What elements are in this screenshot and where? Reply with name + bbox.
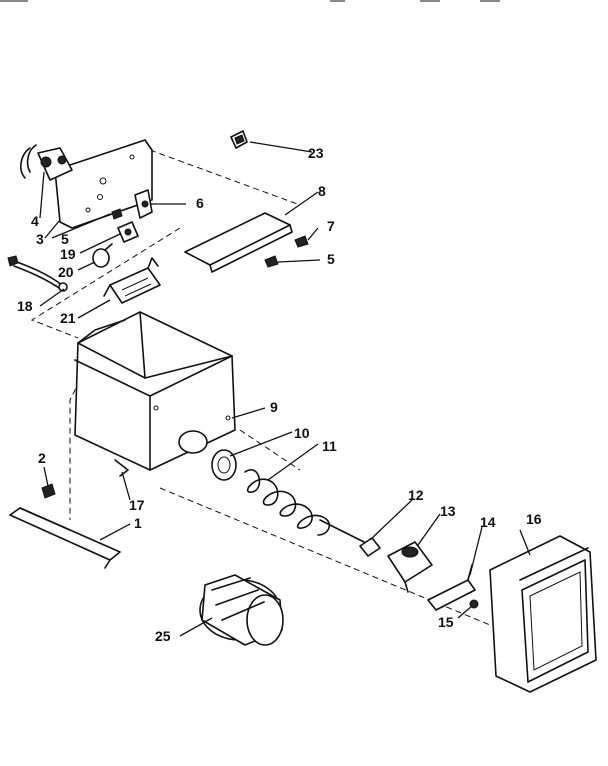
label-15: 15 (438, 614, 454, 630)
part-25-drum (199, 574, 284, 646)
label-1: 1 (134, 515, 142, 531)
part-5-screw-lower (264, 255, 279, 268)
part-12-shaft (319, 519, 381, 557)
part-4-control-plate (20, 139, 153, 229)
label-20: 20 (58, 264, 74, 280)
part-9-ice-bucket (74, 311, 236, 471)
part-21-light-shield (103, 257, 161, 304)
label-7: 7 (327, 218, 335, 234)
label-11: 11 (322, 438, 337, 454)
label-9: 9 (270, 399, 278, 415)
label-21: 21 (60, 310, 76, 326)
part-18-wire-harness (7, 255, 68, 292)
label-23: 23 (308, 145, 324, 161)
part-20-bulb (92, 243, 113, 268)
label-5-left: 5 (61, 231, 69, 247)
label-13: 13 (440, 503, 456, 519)
label-3: 3 (36, 231, 44, 247)
part-19-socket (117, 221, 139, 243)
label-10: 10 (294, 425, 310, 441)
label-19: 19 (60, 246, 76, 262)
assembly-dashed-lines (30, 149, 491, 626)
label-2: 2 (38, 450, 46, 466)
part-6-switch (134, 189, 153, 219)
part-1-rail (9, 507, 121, 569)
part-13-chute (387, 541, 433, 593)
part-7-screw (294, 235, 309, 248)
label-16: 16 (526, 511, 542, 527)
label-5-right: 5 (327, 251, 335, 267)
label-25: 25 (155, 628, 171, 644)
part-16-front-cover (489, 535, 597, 693)
part-8-bracket (184, 212, 293, 273)
part-14-bracket (427, 564, 476, 611)
part-10-bearing (211, 449, 237, 481)
part-23-clip (230, 130, 248, 149)
leader-lines (39, 141, 531, 637)
part-labels: 23 8 6 7 5 4 3 5 19 20 18 21 9 10 11 2 1… (17, 145, 542, 644)
label-18: 18 (17, 298, 33, 314)
part-11-auger-coil (244, 469, 330, 536)
label-4: 4 (31, 213, 39, 229)
label-14: 14 (480, 514, 496, 530)
part-17-clip (114, 459, 129, 477)
label-17: 17 (129, 497, 145, 513)
part-5-screw-upper (111, 208, 123, 220)
label-6: 6 (196, 195, 204, 211)
part-2-screw (41, 483, 56, 499)
label-8: 8 (318, 183, 326, 199)
label-12: 12 (408, 487, 424, 503)
